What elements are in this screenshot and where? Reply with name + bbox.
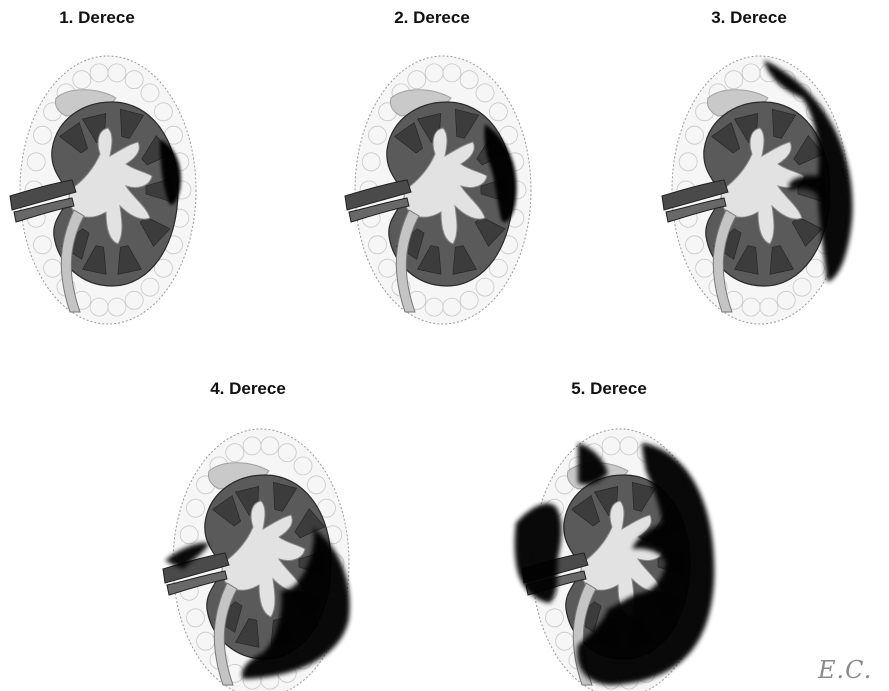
grade-title: 2. Derece: [394, 8, 470, 28]
grade-title: 3. Derece: [711, 8, 787, 28]
grade-title: 1. Derece: [59, 8, 135, 28]
kidney-illustration: [512, 423, 722, 691]
kidney-illustration: [0, 50, 210, 335]
grade-title: 5. Derece: [571, 379, 647, 399]
kidney-illustration: [153, 423, 363, 691]
kidney-illustration: [652, 32, 884, 357]
grade-title: 4. Derece: [210, 379, 286, 399]
kidney-illustration: [335, 50, 545, 335]
author-signature: E.C.: [818, 656, 872, 684]
